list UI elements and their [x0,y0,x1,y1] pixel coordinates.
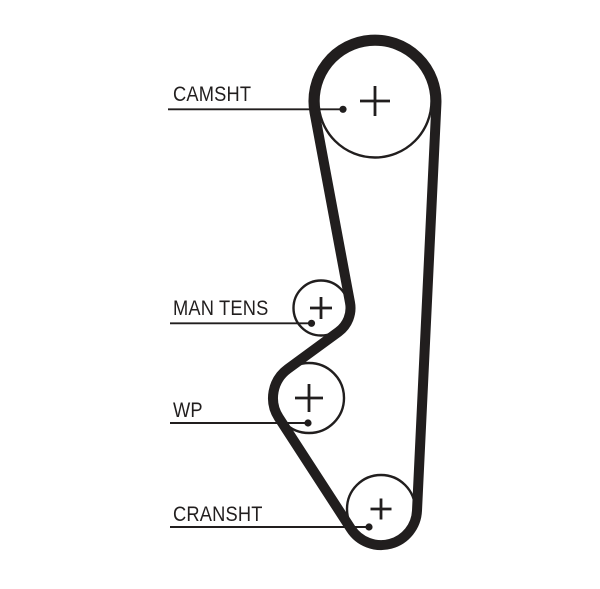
wp-leader-dot [304,419,312,427]
man-tens-center-cross [310,297,332,319]
camsht-center-cross [360,86,390,116]
cransht-leader-dot [365,523,373,531]
wp-center-cross [295,384,323,412]
man-tens-leader-dot [307,319,316,327]
timing-belt [268,34,442,550]
cransht-center-cross [370,498,392,520]
camsht-leader-dot [339,105,347,113]
